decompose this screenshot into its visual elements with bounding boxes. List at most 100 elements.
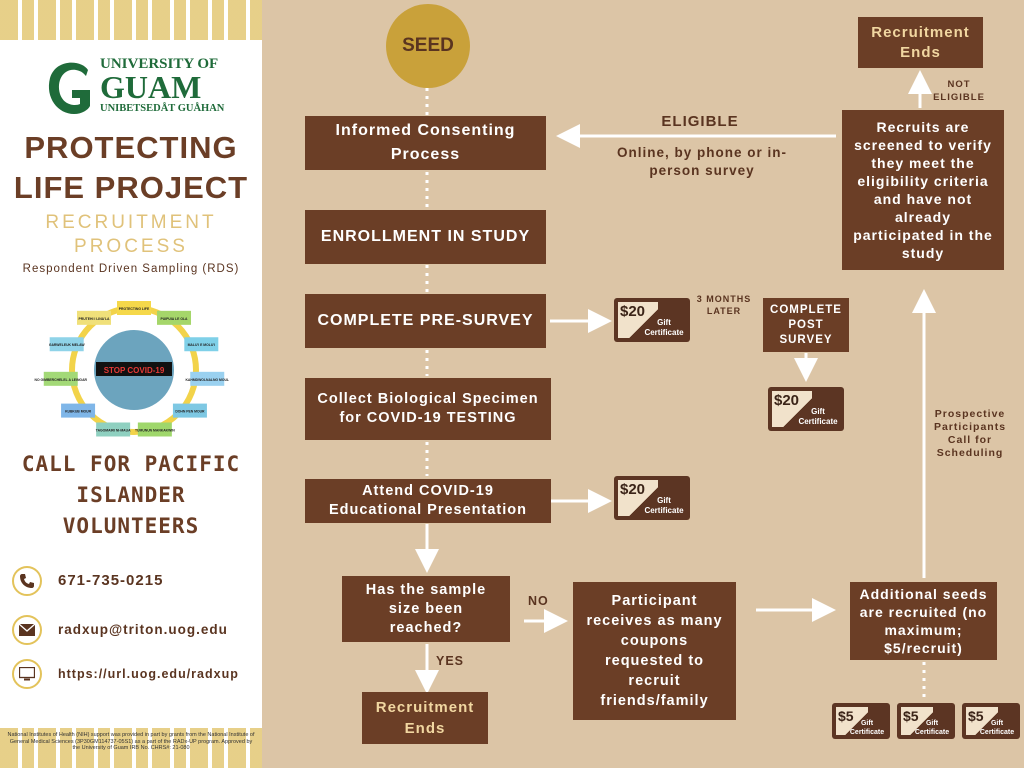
decorative-border-top: [0, 0, 262, 40]
call-line1: CALL FOR PACIFIC: [21, 452, 241, 476]
gift-text: Gift Certificate: [644, 496, 684, 515]
enrollment-box: ENROLLMENT IN STUDY: [305, 210, 546, 264]
wheel-label: DOHN PEN MOUR: [172, 403, 207, 418]
wheel-label: KUBKUB MOUR: [61, 403, 96, 418]
recruitment-ends-top-box: Recruitment Ends: [858, 17, 983, 68]
seed-label: SEED: [402, 35, 454, 56]
wheel-label: NO GIMBERCHELEL A LEINGAR: [35, 371, 88, 386]
decorative-border-bottom: [0, 728, 262, 768]
funding-footnote: National Institutes of Health (NIH) supp…: [7, 732, 255, 751]
email-icon: [12, 615, 42, 645]
wheel-label-text: NO GIMBERCHELEL A LEINGAR: [35, 378, 88, 382]
wheel-label-bg: [172, 403, 207, 418]
gift-amount: $5: [838, 708, 854, 724]
guam-g-logo-icon: [48, 62, 90, 114]
seed-circle: SEED: [386, 4, 470, 88]
sample-size-question-box: Has the sample size been reached?: [342, 576, 510, 642]
subtitle-line1: RECRUITMENT: [45, 212, 217, 233]
wheel-label-bg: [184, 337, 219, 352]
recruitment-ends-bottom-box: Recruitment Ends: [362, 692, 488, 744]
wheel-label-bg: [157, 310, 192, 325]
post-survey-box: COMPLETE POST SURVEY: [763, 298, 849, 352]
gift-amount: $20: [620, 303, 646, 320]
wheel-center-banner: [96, 362, 172, 376]
sampling-method: Respondent Driven Sampling (RDS): [22, 263, 240, 275]
screening-box: Recruits are screened to verify they mee…: [842, 110, 1004, 270]
logo-line1: UNIVERSITY OF: [100, 56, 219, 72]
gift-text: Gift Certificate: [979, 720, 1015, 736]
gift-amount: $20: [620, 481, 646, 498]
website-url[interactable]: https://url.uog.edu/radxup: [58, 667, 239, 681]
wheel-label-text: PRUTEHI I LINA'LA: [79, 317, 110, 321]
gift-certificate-presurvey: $20 Gift Certificate: [614, 298, 690, 342]
phone-icon: [12, 566, 42, 596]
gift-text: Gift Certificate: [644, 318, 684, 337]
wheel-label-text: KAHMDWOLNALNG MOUL: [185, 378, 229, 382]
additional-seeds-box: Additional seeds are recruited (no maxim…: [850, 582, 997, 660]
gift-text: Gift Certificate: [849, 720, 885, 736]
wheel-center-text: STOP COVID-19: [104, 366, 165, 375]
solid-arrows: [415, 70, 936, 694]
wheel-label: KAHMDWOLNALNG MOUL: [185, 371, 229, 386]
wheel-label-text: GARWELEUK MELAW: [49, 343, 86, 347]
gift-text: Gift Certificate: [798, 407, 838, 426]
logo-line3: UNIBETSEDÅT GUÅHAN: [100, 103, 225, 114]
gift-amount: $5: [903, 708, 919, 724]
gift-text: Gift Certificate: [914, 720, 950, 736]
stop-covid-wheel: STOP COVID-19 PROTECTING LIFE PUIPUIA LE …: [35, 301, 229, 437]
not-eligible-label: NOT ELIGIBLE: [933, 79, 985, 103]
no-label: NO: [528, 594, 549, 608]
phone-number[interactable]: 671-735-0215: [58, 572, 164, 589]
gift-certificate-recruit-3: $5 Gift Certificate: [962, 703, 1020, 739]
wheel-label-text: KUBKUB MOUR: [65, 410, 92, 414]
wheel-label: TAGOMAIRI NI-MAUA: [96, 422, 131, 437]
subtitle-line2: PROCESS: [74, 236, 188, 257]
wheel-label-bg: [76, 310, 111, 325]
wheel-label: PUIPUIA LE OLA: [157, 310, 192, 325]
sidebar: UNIVERSITY OF GUAM UNIBETSEDÅT GUÅHAN PR…: [0, 0, 262, 768]
wheel-label-bg: [117, 301, 151, 315]
wheel-label-text: DOHN PEN MOUR: [175, 410, 205, 414]
call-line3: VOLUNTEERS: [62, 514, 200, 538]
wheel-label-bg: [49, 337, 84, 352]
wheel-label: PRUTEHI I LINA'LA: [76, 310, 111, 325]
wheel-label: TUMUNUN MANKAKWIN: [135, 422, 175, 437]
flow-diagram: SEED Informed Consenting Process ENROLLM…: [262, 0, 1024, 768]
wheel-label-text: MALU'I E MOLU'I: [188, 343, 215, 347]
wheel-label: MALU'I E MOLU'I: [184, 337, 219, 352]
university-logo: UNIVERSITY OF GUAM UNIBETSEDÅT GUÅHAN: [42, 56, 242, 118]
coupons-box: Participant receives as many coupons req…: [573, 582, 736, 720]
logo-line2: GUAM: [100, 69, 202, 105]
flow-connectors: [415, 70, 936, 698]
email-address[interactable]: radxup@triton.uog.edu: [58, 622, 228, 637]
gift-amount: $20: [774, 392, 800, 409]
call-line2: ISLANDER: [76, 483, 186, 507]
wheel-label: PROTECTING LIFE: [117, 301, 151, 315]
yes-label: YES: [436, 654, 465, 668]
gift-certificate-recruit-1: $5 Gift Certificate: [832, 703, 890, 739]
pre-survey-box: COMPLETE PRE-SURVEY: [305, 294, 546, 348]
eligible-methods-label: Online, by phone or in-person survey: [617, 145, 787, 178]
project-title-line2: LIFE PROJECT: [13, 170, 249, 205]
wheel-label-bg: [137, 422, 172, 437]
gift-amount: $5: [968, 708, 984, 724]
prospective-participants-label: Prospective Participants Call for Schedu…: [933, 408, 1007, 459]
dotted-connector-lines: [425, 88, 926, 698]
project-title-line1: PROTECTING: [24, 130, 238, 165]
wheel-label-text: PUIPUIA LE OLA: [160, 317, 188, 321]
wheel-label: GARWELEUK MELAW: [49, 337, 86, 352]
wheel-label-bg: [43, 371, 78, 386]
wheel-label-text: TUMUNUN MANKAKWIN: [135, 428, 175, 432]
wheel-label-bg: [96, 422, 131, 437]
gift-certificate-post-survey: $20 Gift Certificate: [768, 387, 844, 431]
wheel-label-text: PROTECTING LIFE: [119, 307, 150, 311]
wheel-label-bg: [61, 403, 96, 418]
biospecimen-box: Collect Biological Specimen for COVID-19…: [305, 378, 551, 440]
wheel-label-text: TAGOMAIRI NI-MAUA: [96, 428, 131, 432]
eligible-label: ELIGIBLE: [661, 113, 739, 130]
gift-certificate-education: $20 Gift Certificate: [614, 476, 690, 520]
gift-certificate-recruit-2: $5 Gift Certificate: [897, 703, 955, 739]
three-months-later-label: 3 MONTHS LATER: [696, 294, 752, 316]
consent-box: Informed Consenting Process: [305, 116, 546, 170]
